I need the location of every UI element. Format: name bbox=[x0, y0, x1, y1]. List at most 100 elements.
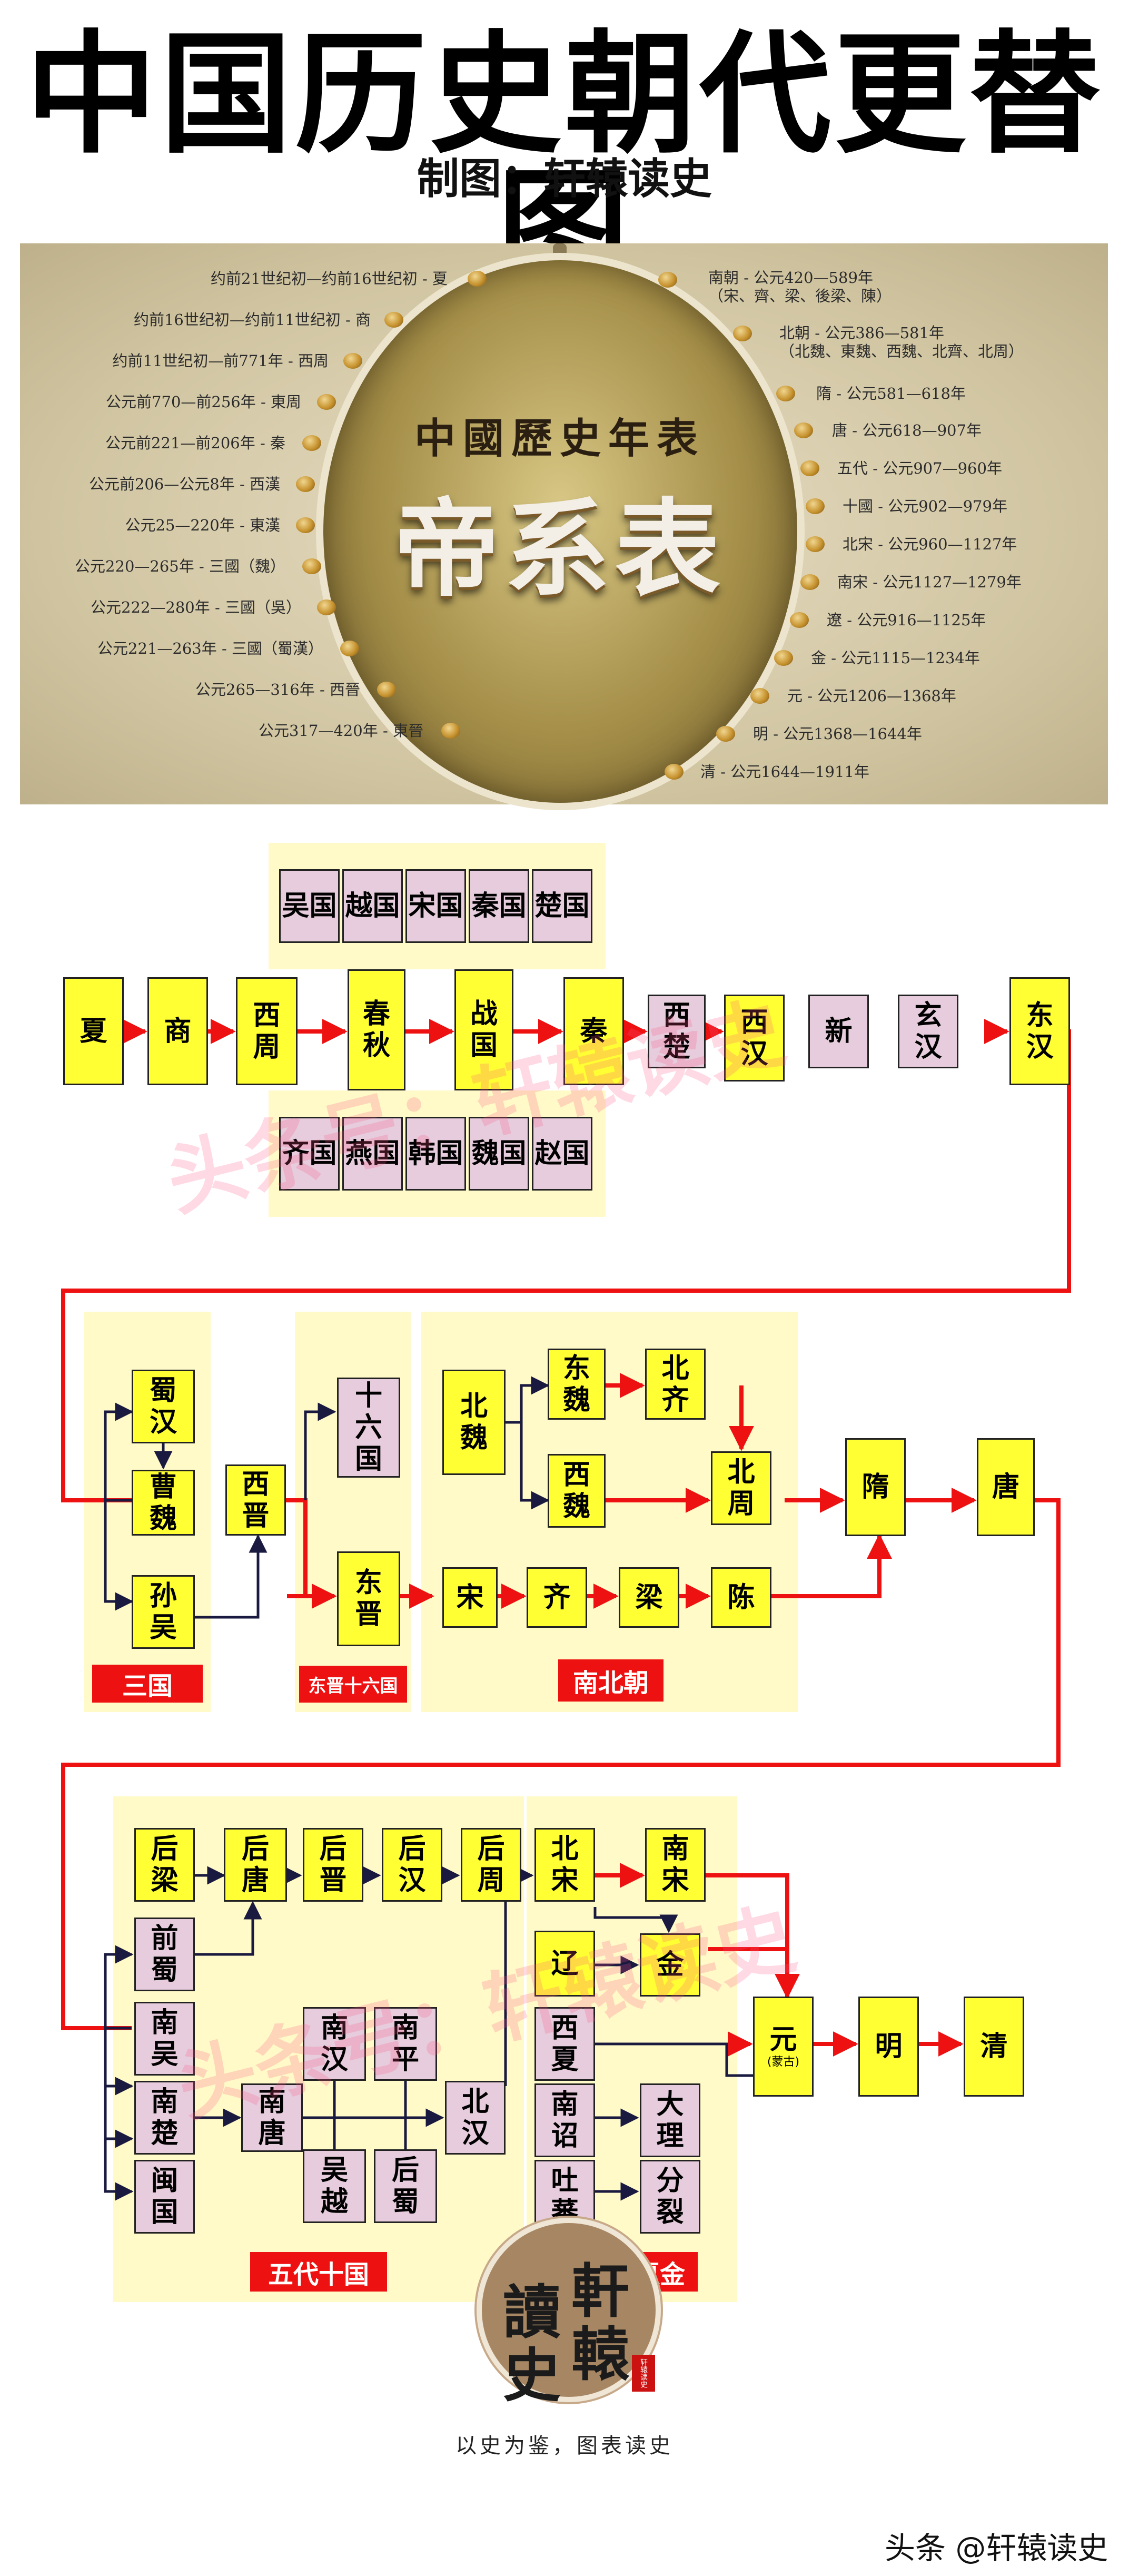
banner-left-entry: 公元265—316年 - 西晉 bbox=[195, 681, 360, 699]
kingdom-box: 北汉 bbox=[445, 2081, 506, 2155]
credit: 头条 @轩辕读史 bbox=[885, 2530, 1108, 2566]
banner-right-entry: 遼 - 公元916—1125年 bbox=[827, 611, 986, 629]
banner-knob bbox=[794, 422, 813, 438]
banner-right-entry: （宋、齊、梁、後梁、陳） bbox=[708, 287, 892, 305]
banner-title-small: 中國歷史年表 bbox=[414, 415, 705, 463]
banner-left-entry: 约前21世纪初—约前16世纪初 - 夏 bbox=[210, 270, 448, 288]
state-box: 吴国 bbox=[279, 869, 340, 943]
state-box: 韩国 bbox=[405, 1117, 466, 1191]
dynasty-box: 战国 bbox=[454, 969, 513, 1090]
state-box: 魏国 bbox=[469, 1117, 529, 1191]
banner-knob bbox=[302, 558, 321, 574]
logo-char: 軒 bbox=[571, 2257, 629, 2325]
banner-knob bbox=[317, 394, 336, 410]
banner-knob bbox=[340, 641, 359, 656]
dynasty-box: 辽 bbox=[534, 1931, 595, 1997]
dynasty-box: 后周 bbox=[461, 1828, 521, 1902]
banner-left-entry: 公元220—265年 - 三國（魏） bbox=[75, 557, 285, 575]
state-box: 齐国 bbox=[279, 1117, 340, 1191]
dynasty-box: 北魏 bbox=[442, 1370, 506, 1475]
banner-knob bbox=[343, 353, 362, 369]
state-box: 楚国 bbox=[532, 869, 592, 943]
banner-knob bbox=[774, 650, 793, 666]
banner-right-entry: 南朝 - 公元420—589年 bbox=[708, 269, 873, 287]
dynasty-box: 西魏 bbox=[548, 1454, 606, 1528]
banner-knob bbox=[806, 498, 825, 514]
banner-left-entry: 约前11世纪初—前771年 - 西周 bbox=[112, 352, 329, 370]
banner-right-entry: 元 - 公元1206—1368年 bbox=[787, 687, 956, 705]
dynasty-box: 蜀汉 bbox=[132, 1370, 195, 1443]
state-box: 燕国 bbox=[342, 1117, 403, 1191]
logo-char: 讀 bbox=[503, 2278, 561, 2346]
dynasty-box: 梁 bbox=[619, 1567, 679, 1628]
banner-right-entry: 唐 - 公元618—907年 bbox=[832, 421, 982, 439]
banner-knob bbox=[776, 386, 795, 401]
kingdom-box: 分裂 bbox=[640, 2160, 700, 2234]
banner-knob bbox=[658, 272, 677, 288]
banner-knob bbox=[468, 271, 487, 287]
banner-knob bbox=[806, 536, 825, 552]
banner-right-entry: 五代 - 公元907—960年 bbox=[837, 459, 1002, 477]
dynasty-box: 后汉 bbox=[382, 1828, 442, 1902]
section-label: 南北朝 bbox=[558, 1659, 663, 1702]
dynasty-box: 唐 bbox=[977, 1438, 1035, 1536]
dynasty-box: 明 bbox=[858, 1997, 919, 2097]
dynasty-box: 东魏 bbox=[548, 1349, 606, 1420]
banner-left-entry: 公元前206—公元8年 - 西漢 bbox=[88, 475, 280, 493]
kingdom-box: 南汉 bbox=[303, 2007, 366, 2081]
dynasty-box: 清 bbox=[964, 1997, 1024, 2097]
banner-left-entry: 公元25—220年 - 東漢 bbox=[125, 516, 281, 534]
dynasty-box: 十六国 bbox=[337, 1378, 400, 1478]
dynasty-box: 北宋 bbox=[534, 1828, 595, 1902]
section-label: 三国 bbox=[92, 1665, 203, 1703]
dynasty-box: 后梁 bbox=[134, 1828, 195, 1902]
banner-right-entry: 清 - 公元1644—1911年 bbox=[700, 763, 869, 781]
dynasty-box: 北齐 bbox=[645, 1349, 706, 1420]
banner-right-entry: 北宋 - 公元960—1127年 bbox=[843, 535, 1017, 553]
kingdom-box: 前蜀 bbox=[134, 1918, 195, 1991]
dynasty-box: 齐 bbox=[527, 1567, 587, 1628]
kingdom-box: 闽国 bbox=[134, 2160, 195, 2234]
banner-right-entry: 隋 - 公元581—618年 bbox=[816, 385, 966, 402]
state-box: 宋国 bbox=[405, 869, 466, 943]
banner-right-entry: 北朝 - 公元386—581年 bbox=[779, 324, 944, 342]
banner-knob bbox=[384, 312, 403, 328]
banner-knob bbox=[296, 476, 315, 492]
dynasty-box: 宋 bbox=[442, 1567, 498, 1628]
dynasty-box: 西晋 bbox=[225, 1464, 286, 1536]
kingdom-box: 大理 bbox=[640, 2083, 700, 2157]
banner-left-entry: 公元前221—前206年 - 秦 bbox=[105, 434, 285, 452]
dynasty-box: 春秋 bbox=[348, 969, 405, 1090]
dynasty-box: 后晋 bbox=[303, 1828, 363, 1902]
kingdom-box: 南平 bbox=[374, 2007, 437, 2081]
banner-left-entry: 公元前770—前256年 - 東周 bbox=[106, 393, 301, 411]
logo bbox=[477, 2218, 661, 2402]
section-label: 五代十国 bbox=[250, 2252, 387, 2292]
dynasty-box: 夏 bbox=[63, 977, 124, 1085]
state-box: 越国 bbox=[342, 869, 403, 943]
dynasty-box: 秦 bbox=[563, 977, 624, 1085]
banner-knob bbox=[790, 612, 809, 628]
page-title: 中国历史朝代更替图 bbox=[25, 18, 1104, 308]
dynasty-box: 西汉 bbox=[724, 995, 785, 1081]
banner-right-entry: 十國 - 公元902—979年 bbox=[843, 497, 1007, 515]
banner-knob bbox=[733, 326, 752, 341]
dynasty-box: 商 bbox=[147, 977, 208, 1085]
logo-char: 史 bbox=[503, 2342, 561, 2410]
dynasty-box: 金 bbox=[640, 1933, 700, 1997]
kingdom-box: 南诏 bbox=[534, 2083, 595, 2157]
banner-knob bbox=[317, 599, 336, 615]
banner-right-entry: （北魏、東魏、西魏、北齊、北周） bbox=[779, 342, 1024, 360]
banner-knob bbox=[665, 764, 684, 780]
banner-knob bbox=[302, 435, 321, 451]
dynasty-box: 玄汉 bbox=[898, 995, 958, 1068]
kingdom-box: 南吴 bbox=[134, 2002, 195, 2076]
dynasty-box: 北周 bbox=[711, 1451, 771, 1525]
banner-right-entry: 南宋 - 公元1127—1279年 bbox=[837, 573, 1022, 591]
banner-knob bbox=[377, 682, 396, 697]
dynasty-box: 陈 bbox=[711, 1567, 771, 1628]
dynasty-box-yuan: 元 (蒙古) bbox=[753, 1997, 814, 2097]
banner-left-entry: 公元221—263年 - 三國（蜀漢） bbox=[97, 640, 323, 657]
dynasty-box: 曹魏 bbox=[132, 1470, 195, 1536]
banner-knob bbox=[716, 726, 735, 742]
